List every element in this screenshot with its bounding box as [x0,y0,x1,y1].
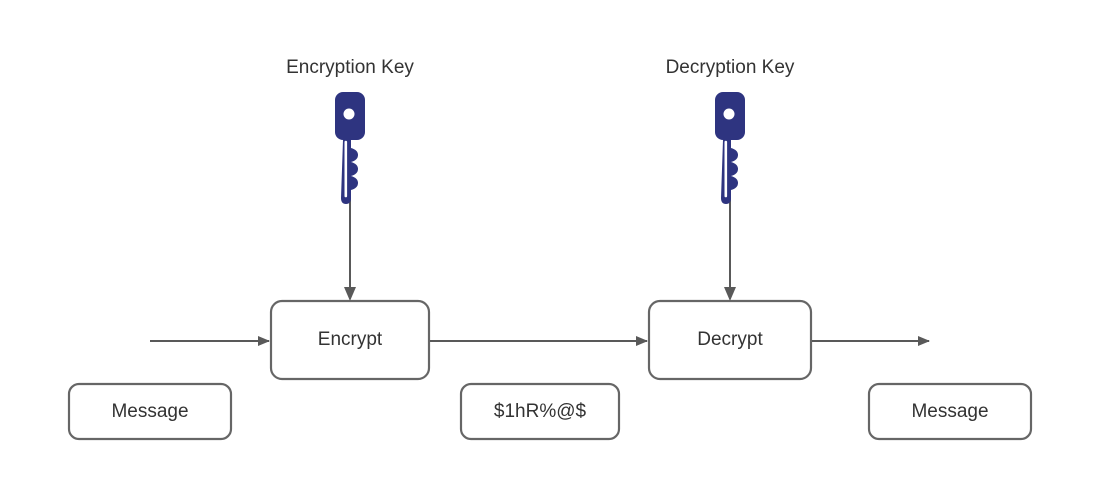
message-input-label: Message [111,400,189,422]
encryption-key-caption: Encryption Key [286,57,414,78]
encryption-key-icon [335,92,365,204]
encrypt-box-shape [269,299,431,381]
decrypt-node-label: Decrypt [697,329,763,350]
encrypt-node-label: Encrypt [317,329,383,350]
message-output-label: Message [911,400,989,422]
message-input-box-shape [67,382,233,441]
ciphertext-label: $1hR%@$ [493,400,587,422]
decryption-key-icon [715,92,745,204]
message-output-box-shape [867,382,1033,441]
ciphertext-box-shape [459,382,621,441]
decrypt-box-shape [647,299,813,381]
decryption-key-caption: Decryption Key [665,57,795,78]
